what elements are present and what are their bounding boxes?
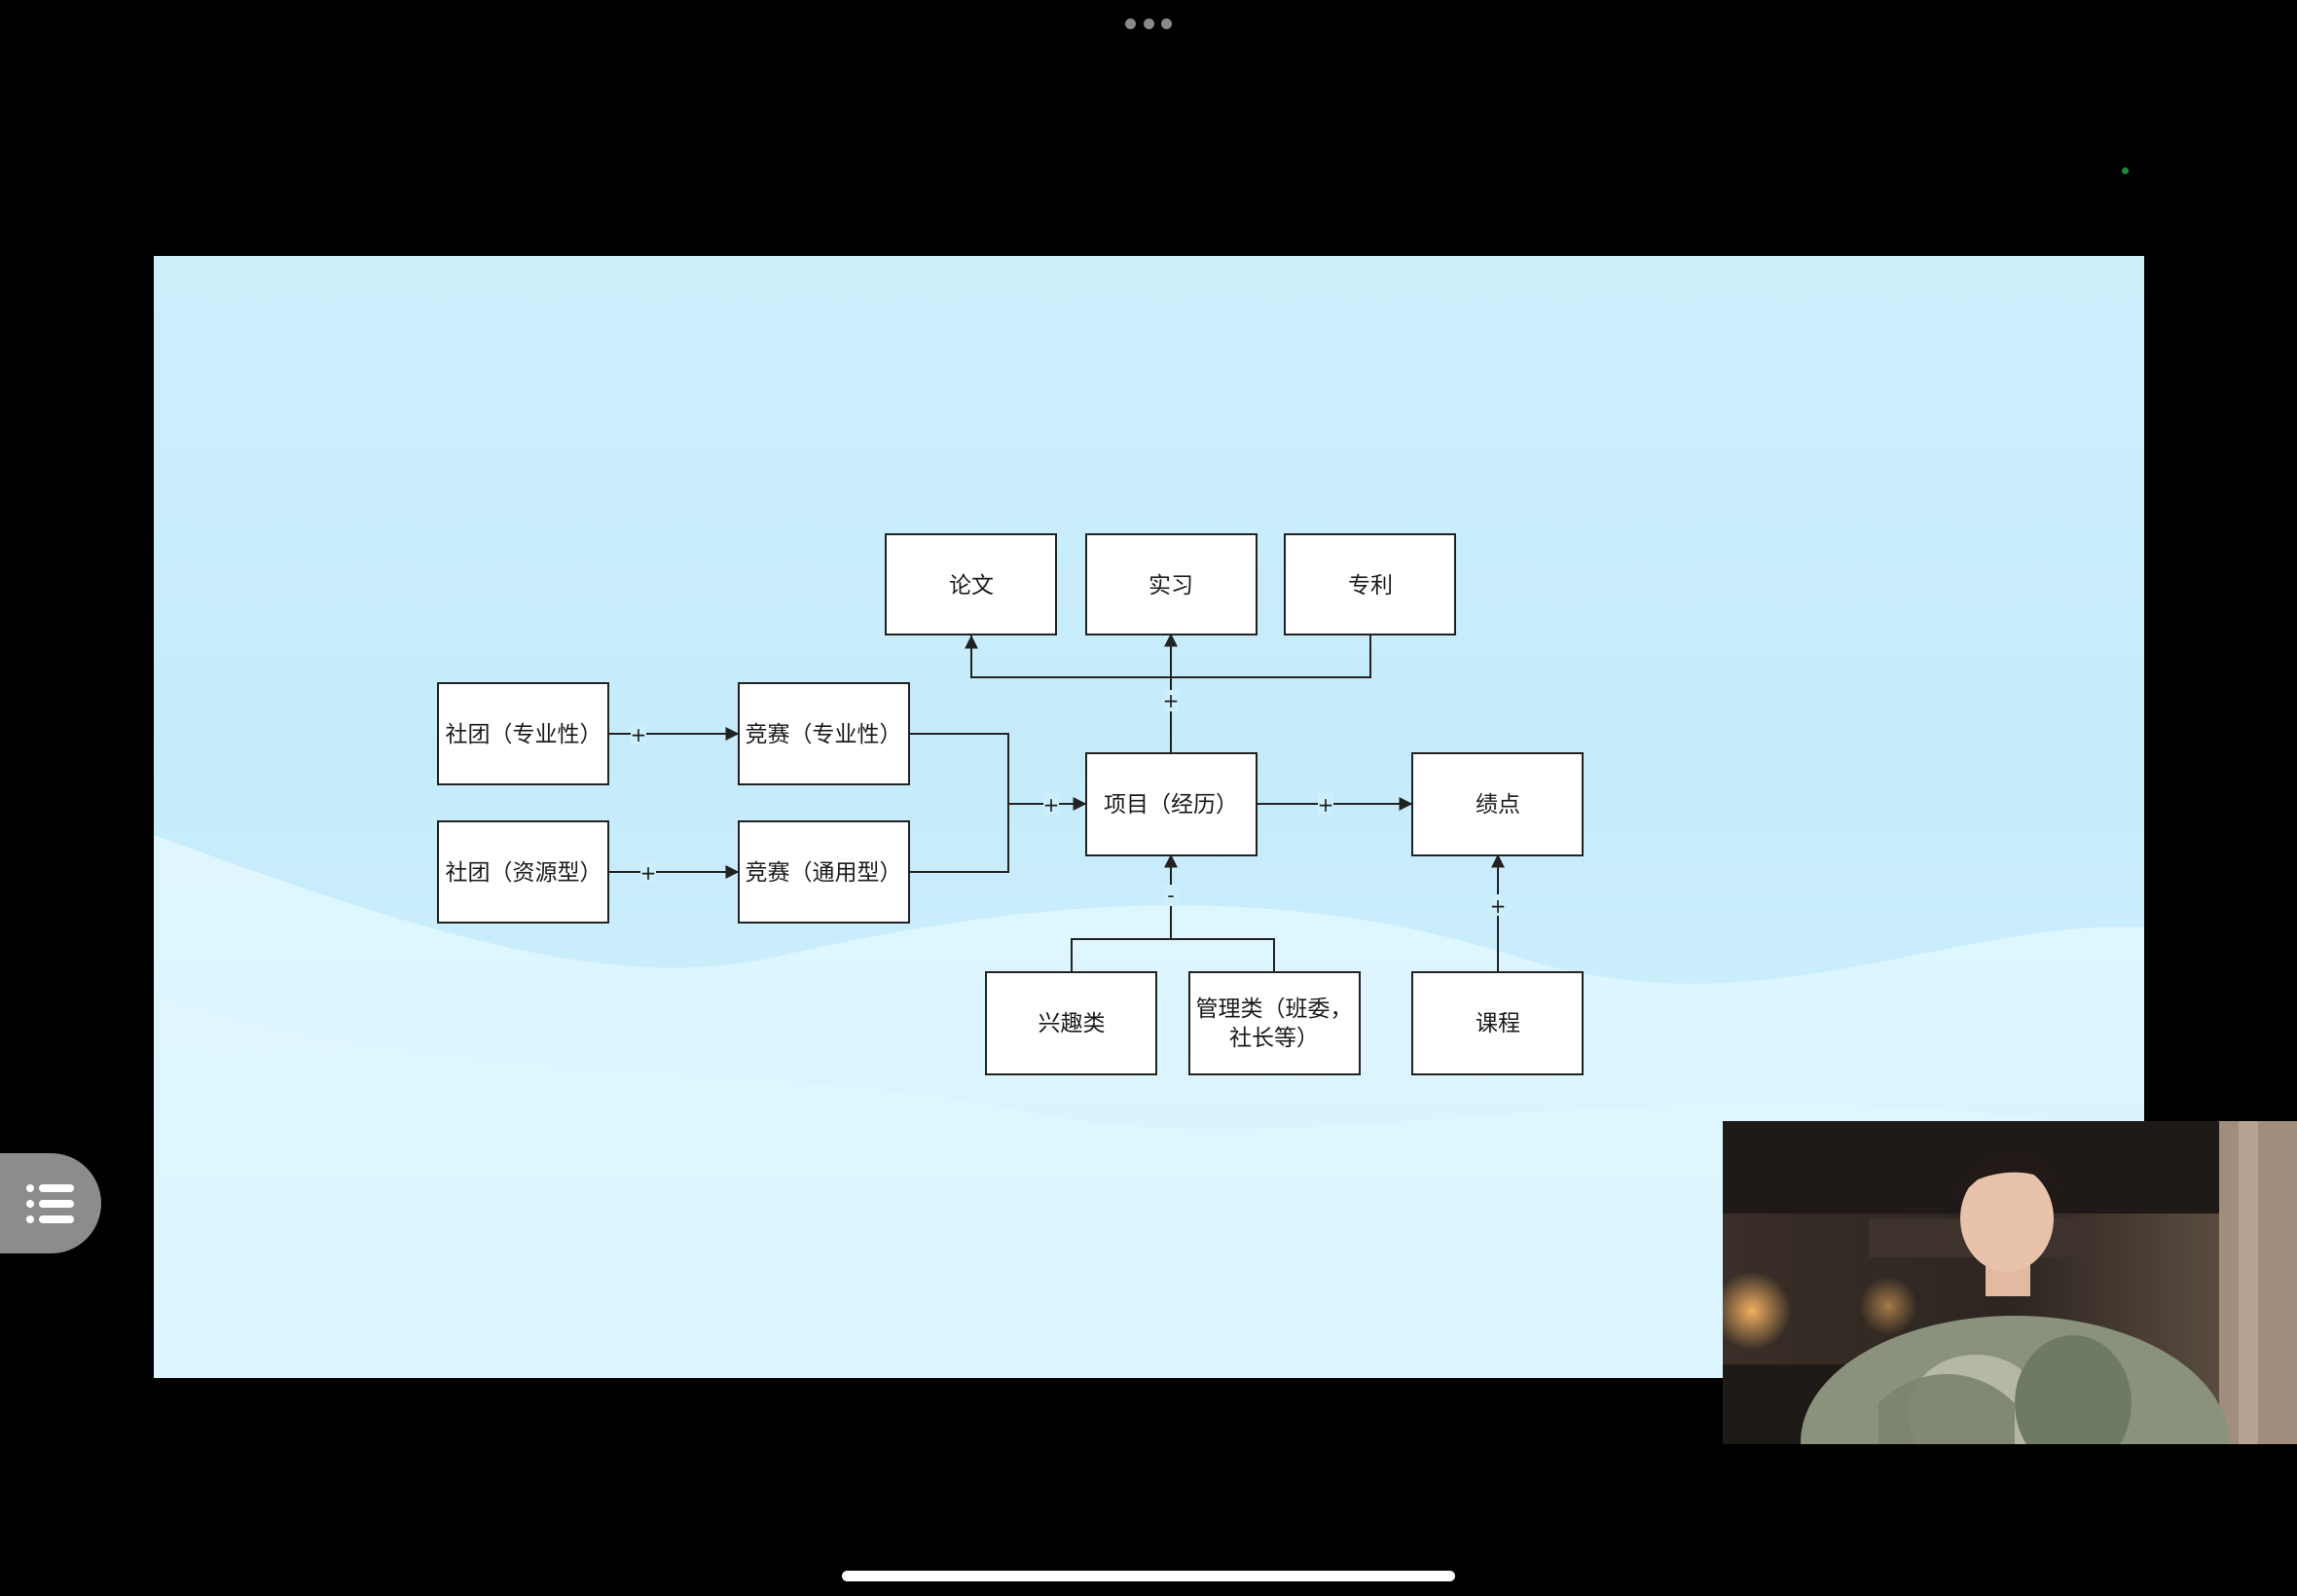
plus-label: +	[1318, 793, 1334, 816]
node-label: 专利	[1348, 573, 1393, 598]
slide-background	[154, 835, 2144, 1378]
node-label: 竞赛（通用型）	[746, 860, 902, 886]
label-bg	[640, 861, 656, 883]
node-label: 论文	[949, 573, 994, 598]
node-paper: 论文	[885, 533, 1057, 635]
label-bg	[1163, 690, 1179, 711]
participant-video-tile[interactable]	[1723, 1121, 2297, 1444]
node-interest: 兴趣类	[985, 971, 1157, 1075]
node-project-experience: 项目（经历）	[1085, 752, 1258, 856]
plus-label: +	[631, 723, 647, 746]
node-label: 竞赛（专业性）	[746, 722, 902, 747]
node-label: 绩点	[1476, 792, 1520, 817]
node-competition-general: 竞赛（通用型）	[738, 820, 910, 924]
connector-competitions-merge	[909, 733, 1009, 873]
node-label: 实习	[1148, 573, 1193, 598]
label-bg	[1043, 793, 1059, 815]
dot	[1161, 18, 1172, 29]
list-icon	[26, 1183, 74, 1223]
node-label: 项目（经历）	[1104, 792, 1238, 817]
plus-label: +	[1043, 793, 1060, 816]
plus-label: +	[1163, 689, 1180, 712]
more-options-icon[interactable]	[1125, 17, 1172, 30]
label-bg	[1163, 885, 1179, 906]
participant-video-icon	[1723, 1121, 2297, 1444]
node-label: 兴趣类	[1039, 1011, 1106, 1036]
plus-label: +	[1490, 894, 1507, 918]
dot	[1125, 18, 1136, 29]
node-internship: 实习	[1085, 533, 1258, 635]
plus-label: +	[640, 861, 657, 885]
node-label-line2: 社长等）	[1229, 1026, 1319, 1051]
flow-diagram: + + + + + - + 论文 实习 专利 社团（专业性）	[437, 533, 1584, 1075]
node-label-line1: 管理类（班委，	[1196, 997, 1353, 1022]
label-bg	[631, 723, 646, 744]
node-club-resource: 社团（资源型）	[437, 820, 609, 924]
node-label: 课程	[1476, 1011, 1520, 1036]
minus-label: -	[1167, 884, 1174, 907]
node-label: 社团（专业性）	[446, 722, 602, 747]
node-club-professional: 社团（专业性）	[437, 682, 609, 785]
label-bg	[1490, 894, 1506, 916]
connector-bottom-bus	[1071, 938, 1275, 972]
presentation-slide: + + + + + - + 论文 实习 专利 社团（专业性）	[154, 256, 2144, 1378]
dot	[1143, 18, 1154, 29]
node-courses: 课程	[1411, 971, 1584, 1075]
home-indicator[interactable]	[842, 1571, 1455, 1581]
label-bg	[1318, 793, 1333, 815]
node-patent: 专利	[1284, 533, 1456, 635]
menu-button[interactable]	[0, 1153, 101, 1253]
status-indicator	[2122, 167, 2129, 174]
node-competition-professional: 竞赛（专业性）	[738, 682, 910, 785]
node-label: 社团（资源型）	[446, 860, 602, 886]
node-gpa: 绩点	[1411, 752, 1584, 856]
node-management: 管理类（班委， 社长等）	[1188, 971, 1361, 1075]
